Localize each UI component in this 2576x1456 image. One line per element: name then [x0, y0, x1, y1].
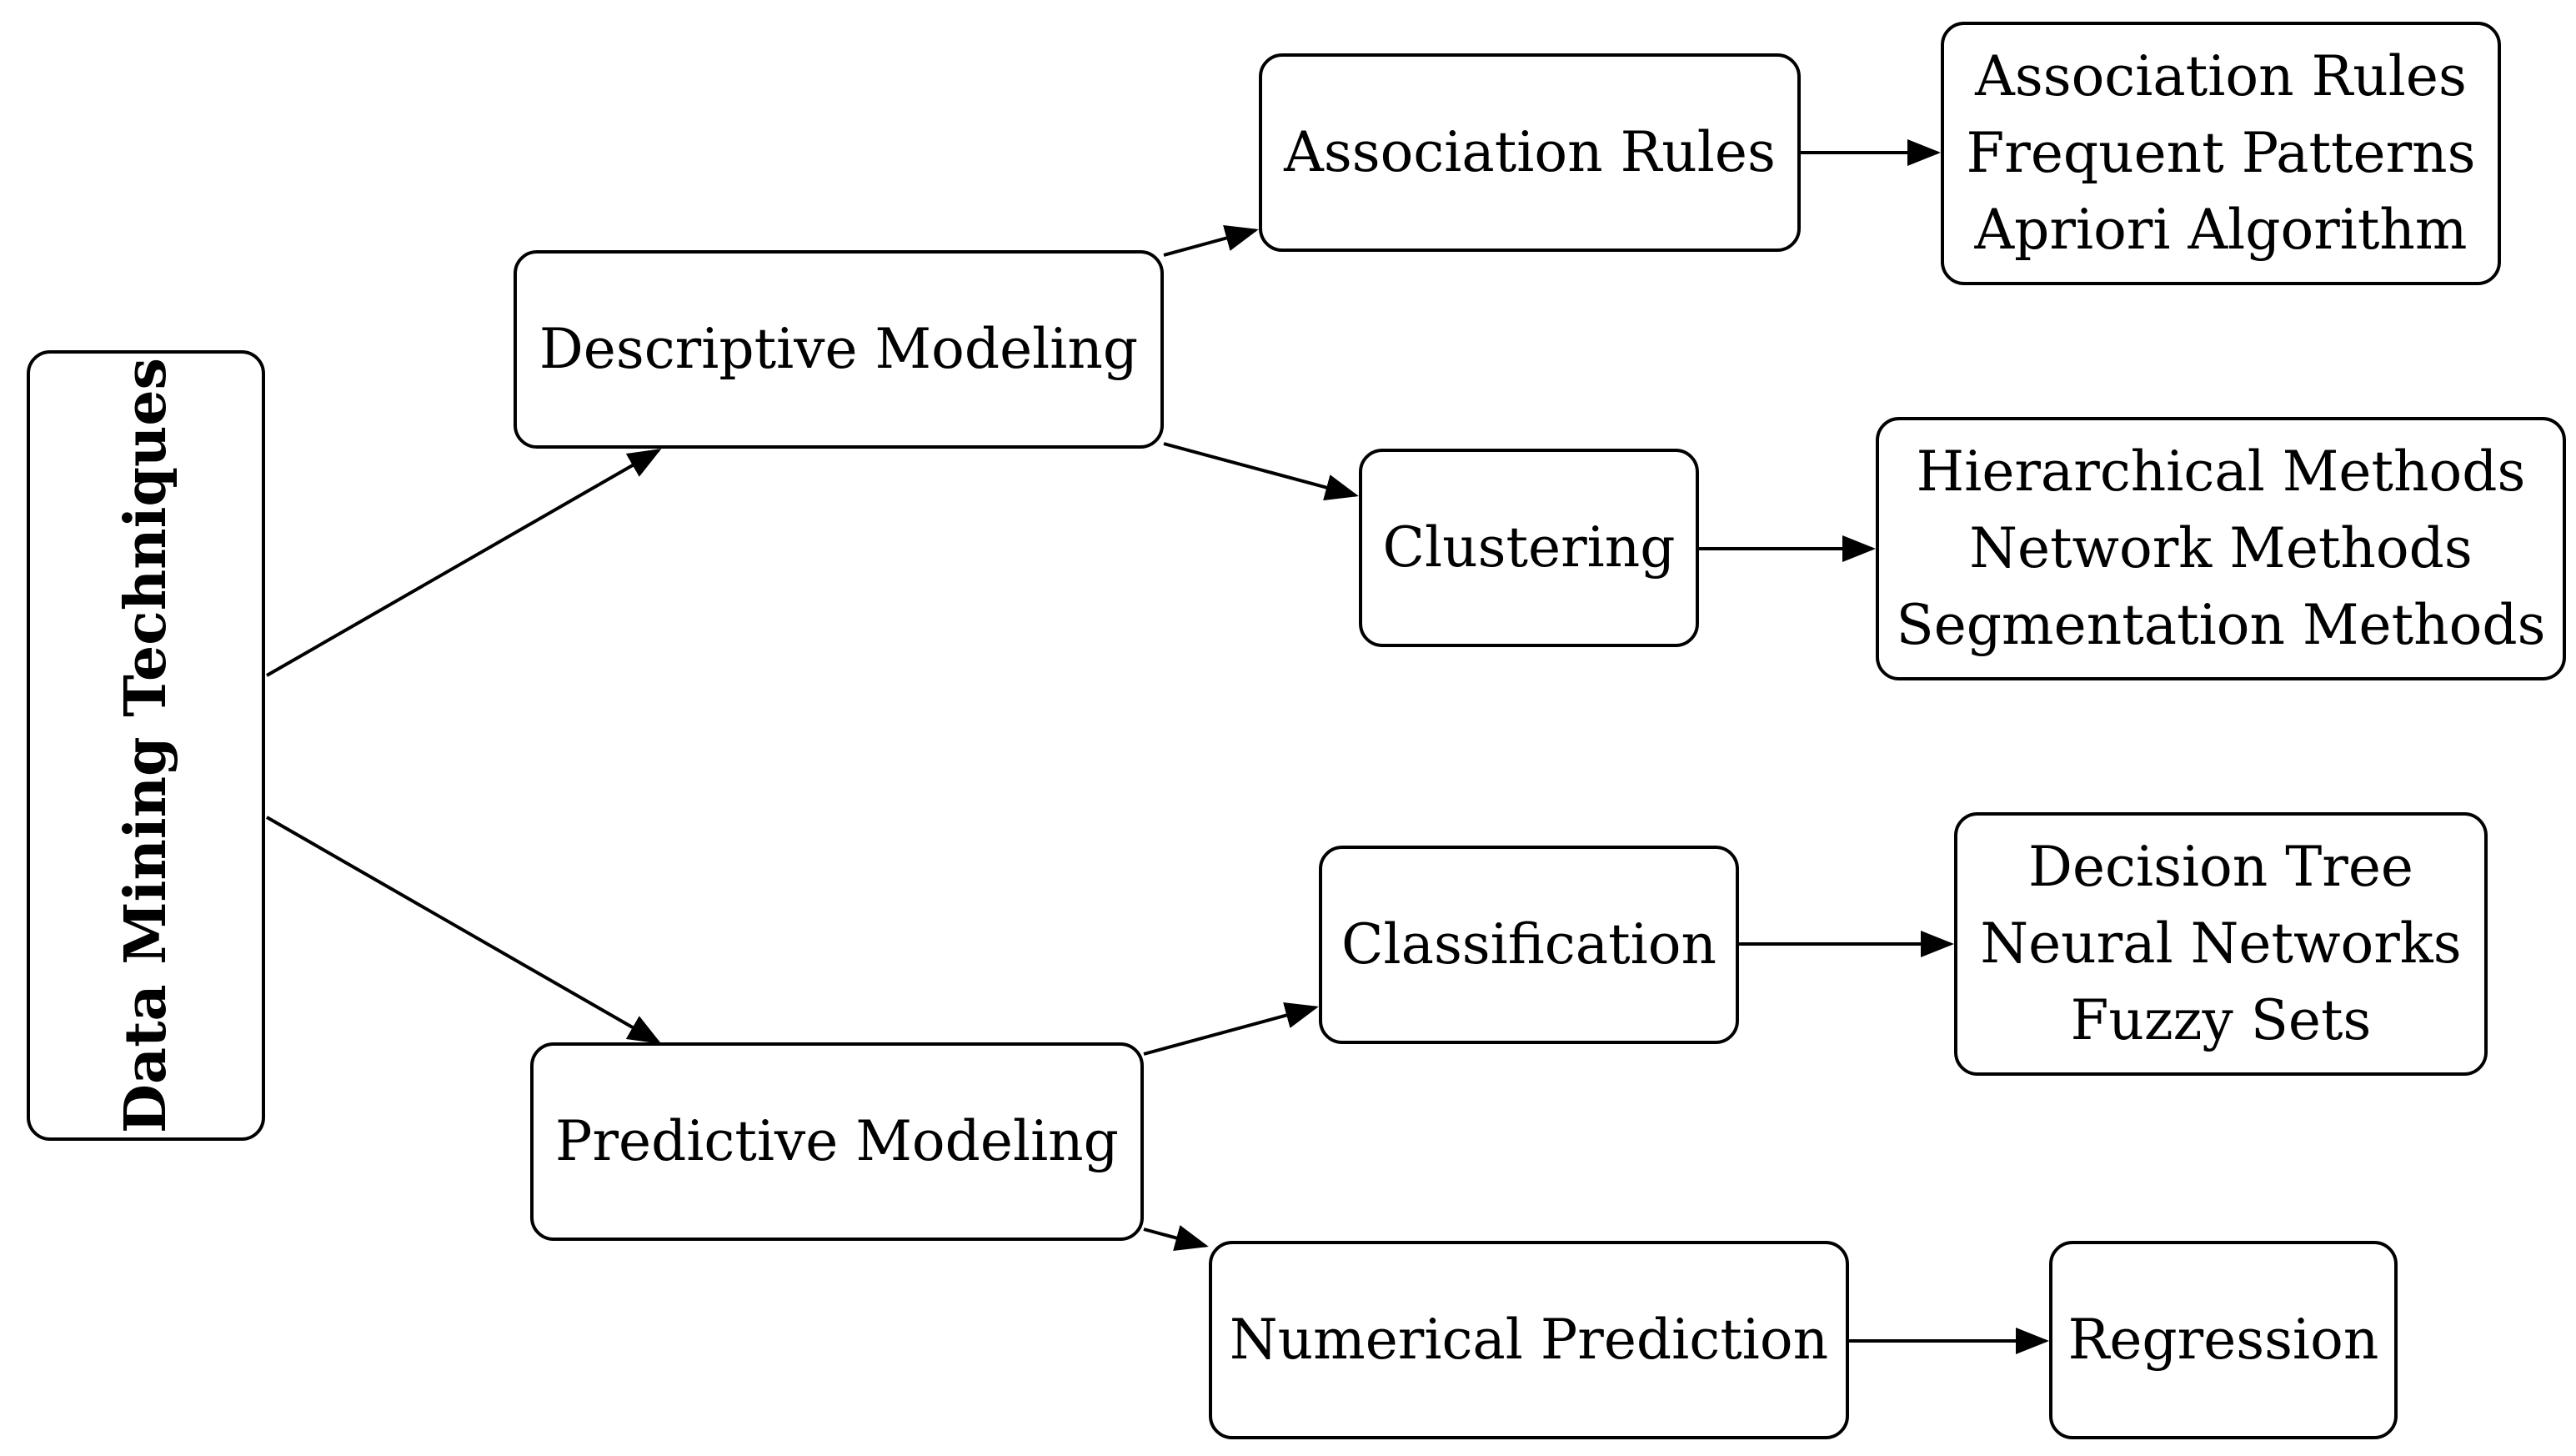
clustering-examples-node: Hierarchical Methods Network Methods Seg… — [1876, 417, 2566, 680]
example-item: Network Methods — [1969, 516, 2473, 580]
example-item: Association Rules — [1975, 44, 2467, 108]
example-item: Segmentation Methods — [1896, 593, 2546, 657]
arrow-descriptive-to-association — [1163, 225, 1259, 257]
classification-examples-node: Decision Tree Neural Networks Fuzzy Sets — [1954, 812, 2488, 1076]
descriptive-modeling-label: Descriptive Modeling — [539, 317, 1139, 381]
clustering-node: Clustering — [1359, 449, 1699, 647]
root-node: Data Mining Techniques — [27, 350, 265, 1141]
association-rules-label: Association Rules — [1284, 120, 1776, 184]
clustering-label: Clustering — [1382, 515, 1676, 580]
example-item: Decision Tree — [2028, 835, 2413, 899]
root-label: Data Mining Techniques — [113, 358, 180, 1133]
descriptive-modeling-node: Descriptive Modeling — [514, 250, 1164, 449]
example-item: Apriori Algorithm — [1974, 198, 2468, 262]
association-rules-node: Association Rules — [1259, 53, 1801, 252]
arrow-predictive-to-numerical — [1143, 1225, 1209, 1252]
classification-node: Classification — [1319, 846, 1739, 1044]
example-item: Neural Networks — [1980, 911, 2462, 976]
example-item: Frequent Patterns — [1966, 121, 2476, 185]
predictive-modeling-node: Predictive Modeling — [530, 1042, 1144, 1241]
example-item: Hierarchical Methods — [1916, 439, 2526, 504]
predictive-modeling-label: Predictive Modeling — [555, 1109, 1119, 1173]
arrow-predictive-to-classification — [1143, 1002, 1319, 1056]
numerical-prediction-node: Numerical Prediction — [1209, 1241, 1849, 1439]
classification-label: Classification — [1341, 912, 1716, 977]
example-item: Fuzzy Sets — [2070, 988, 2372, 1052]
arrow-root-to-descriptive — [266, 449, 662, 677]
association-examples-node: Association Rules Frequent Patterns Apri… — [1941, 22, 2501, 285]
arrow-descriptive-to-clustering — [1163, 442, 1359, 501]
numerical-examples-node: Regression — [2049, 1241, 2398, 1439]
example-item: Regression — [2067, 1308, 2379, 1372]
numerical-prediction-label: Numerical Prediction — [1229, 1308, 1829, 1372]
arrow-root-to-predictive — [266, 816, 662, 1044]
